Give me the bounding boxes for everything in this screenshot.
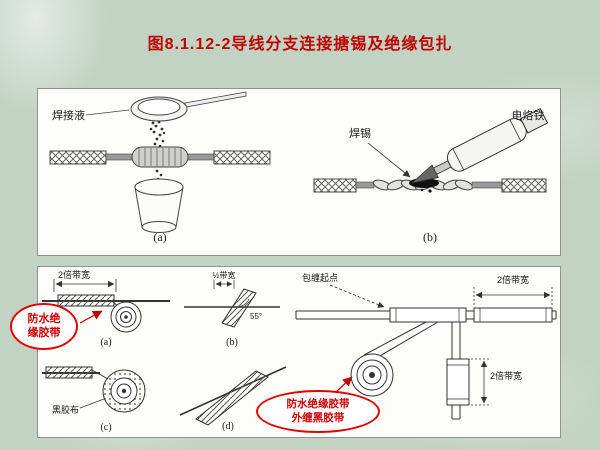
wrap-step-b: ½带宽 55° (b) (184, 270, 280, 348)
iron-tinning-diagram: 焊锡 电烙铁 (b) (313, 108, 549, 244)
caption-wrap-c: (c) (100, 422, 111, 433)
figure-title: 图8.1.12-2导线分支连接搪锡及绝缘包扎 (147, 36, 453, 53)
wrap-step-c: 黑胶布 (c) (42, 366, 146, 433)
tape-wrap-c (45, 366, 93, 379)
caption-wrap-d: (d) (222, 421, 234, 432)
dim-label-top: 2倍带宽 (497, 274, 529, 285)
black-tape-roll (91, 369, 146, 413)
branch-wrap (446, 358, 470, 406)
soldering-panel: 焊接液 (a) (37, 88, 561, 256)
solder-ladle (130, 91, 247, 122)
dim-arrow-half (213, 280, 235, 289)
solder-stream (149, 120, 166, 181)
caption-a: (a) (153, 230, 166, 244)
end-wrap (473, 307, 553, 323)
wrap-start-label: 包缠起点 (302, 272, 338, 283)
wrap-start-leader (329, 284, 385, 308)
catch-cup (134, 178, 184, 233)
junction-wrap (389, 307, 467, 323)
caption-b: (b) (423, 230, 437, 244)
caption-wrap-b: (b) (226, 337, 238, 348)
wrap-step-d: (d) (179, 366, 287, 432)
tape-band-d (195, 370, 269, 426)
soldering-diagram-svg: 焊接液 (a) (49, 91, 549, 244)
dim-arrow-top (473, 287, 553, 306)
dim-label-half: ½带宽 (213, 270, 236, 280)
hanging-tape-roll (350, 321, 439, 397)
tape-roll-a (110, 300, 142, 333)
iron-label: 电烙铁 (512, 108, 545, 122)
black-tape-label: 黑胶布 (52, 404, 79, 415)
wrap-step-a: 2倍带宽 (a) (42, 269, 170, 348)
dim-label-right: 2倍带宽 (490, 370, 522, 381)
flux-label: 焊接液 (52, 108, 85, 122)
callout-waterproof-tape: 防水绝 缘胶带 (10, 303, 78, 350)
soldering-iron (410, 108, 549, 184)
caption-wrap-a: (a) (100, 337, 111, 348)
wrapping-diagram-svg: 2倍带宽 (a) ½带宽 (42, 269, 557, 433)
solder-arrow (367, 142, 411, 178)
dim-arrow-right (471, 358, 490, 406)
dim-arrow-a (53, 279, 117, 292)
angle-label: 55° (250, 312, 262, 321)
callout-waterproof-line2: 缘胶带 (27, 326, 61, 339)
tape-wrap-a (57, 294, 115, 307)
callout-black-line1: 防水绝缘胶带 (286, 398, 350, 411)
solder-label: 焊锡 (349, 126, 371, 140)
callout-arrow-waterproof (79, 310, 103, 324)
dim-label-a: 2倍带宽 (58, 269, 90, 280)
callout-black-tape: 防水绝缘胶带 外缠黑胶带 (256, 390, 380, 433)
branch-joint-wire (49, 146, 271, 168)
flux-leader-line (85, 109, 130, 116)
pour-tinning-diagram: 焊接液 (a) (49, 91, 271, 244)
black-tape-leader (79, 398, 105, 409)
angle-arc (235, 298, 250, 308)
callout-arrow-black (335, 376, 353, 393)
branch-wrap-diagram: 包缠起点 (295, 272, 557, 420)
callout-black-line2: 外缠黑胶带 (291, 411, 345, 424)
tape-strip-b (221, 288, 257, 328)
callout-waterproof-line1: 防水绝 (27, 312, 61, 325)
